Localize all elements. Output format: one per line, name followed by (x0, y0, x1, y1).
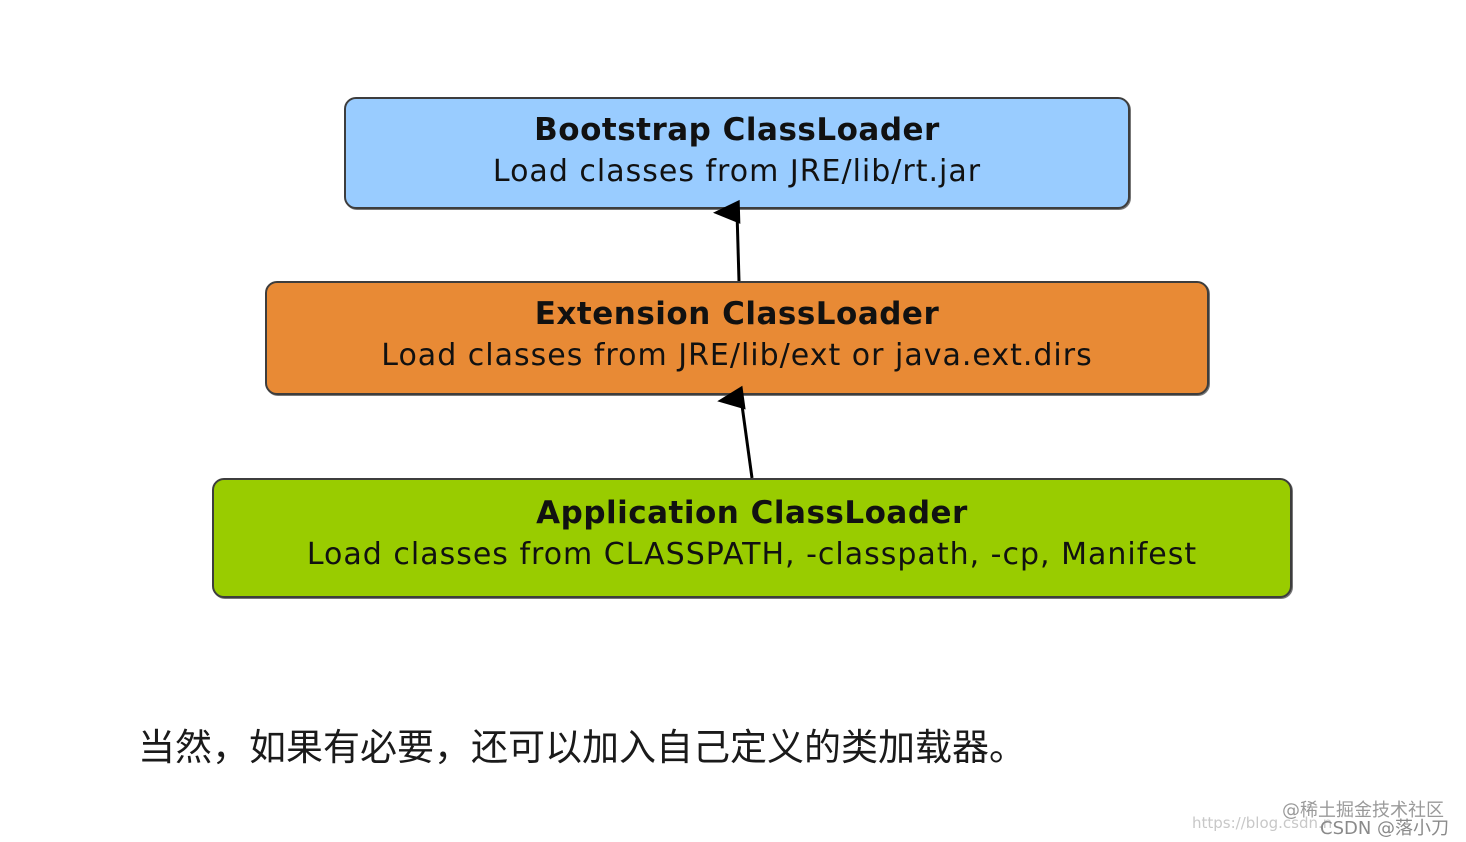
application-classloader-node: Application ClassLoader Load classes fro… (212, 478, 1292, 598)
watermark-url: https://blog.csdn.n (1192, 814, 1333, 832)
caption-text: 当然，如果有必要，还可以加入自己定义的类加载器。 (138, 726, 1026, 769)
extension-classloader-subtitle: Load classes from JRE/lib/ext or java.ex… (381, 338, 1093, 373)
bootstrap-classloader-title: Bootstrap ClassLoader (534, 112, 940, 148)
extension-classloader-node: Extension ClassLoader Load classes from … (265, 281, 1209, 395)
watermark-juejin: @稀土掘金技术社区 (1282, 800, 1444, 821)
bootstrap-classloader-subtitle: Load classes from JRE/lib/rt.jar (492, 154, 982, 189)
application-classloader-title: Application ClassLoader (536, 495, 968, 531)
edge-extension-to-bootstrap (713, 199, 741, 282)
bootstrap-classloader-node: Bootstrap ClassLoader Load classes from … (344, 97, 1130, 209)
watermark-csdn: CSDN @落小刀 (1320, 818, 1450, 839)
application-classloader-subtitle: Load classes from CLASSPATH, -classpath,… (306, 537, 1198, 572)
edge-application-to-extension (717, 385, 754, 479)
extension-classloader-title: Extension ClassLoader (534, 296, 940, 332)
